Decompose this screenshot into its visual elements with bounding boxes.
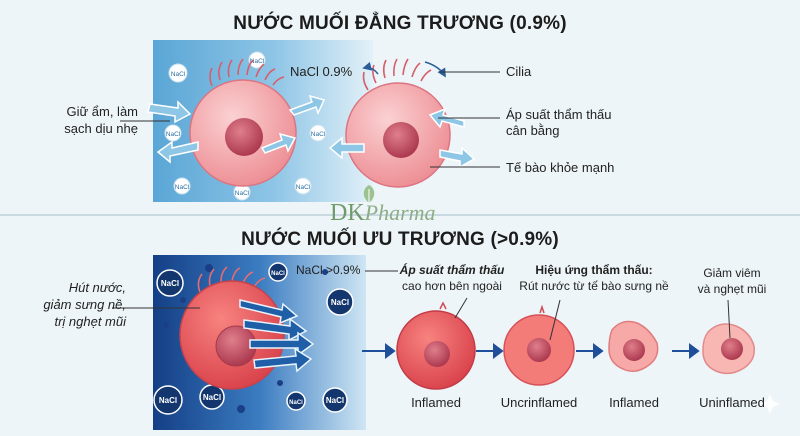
cell-label-2: Uncrinflamed bbox=[500, 395, 578, 410]
brand-logo: DKPharma bbox=[330, 200, 436, 226]
concentration-label-bottom: NaCl >0.9% bbox=[296, 263, 361, 277]
pressure-label-bottom: Áp suất thẩm thấu cao hơn bên ngoài bbox=[399, 263, 505, 293]
cilia-motion-arrow bbox=[362, 61, 379, 75]
svg-text:NaCl: NaCl bbox=[235, 190, 250, 197]
leaf-icon bbox=[363, 185, 375, 203]
progression-cell-1 bbox=[396, 301, 476, 390]
cilia-motion-arrow bbox=[424, 61, 446, 78]
sparkle-icon bbox=[760, 394, 780, 414]
solute-dots bbox=[163, 264, 328, 413]
nucleus-icon bbox=[225, 118, 263, 156]
top-title: NƯỚC MUỐI ĐẲNG TRƯƠNG (0.9%) bbox=[233, 13, 567, 34]
concentration-label-top: NaCl 0.9% bbox=[290, 64, 353, 79]
step-arrows bbox=[362, 343, 700, 359]
nucleus-icon bbox=[383, 122, 419, 158]
progression-cell-3 bbox=[608, 320, 659, 372]
svg-text:NaCl: NaCl bbox=[331, 298, 349, 307]
svg-text:NaCl: NaCl bbox=[271, 271, 285, 277]
water-outflow-arrows bbox=[239, 299, 315, 373]
progression-cell-2 bbox=[503, 304, 575, 386]
nacl-badges-bottom bbox=[153, 262, 354, 415]
cilia-left bbox=[209, 58, 285, 87]
svg-text:NaCl: NaCl bbox=[166, 131, 181, 138]
healthy-cell-label: Tế bào khỏe mạnh bbox=[506, 160, 615, 175]
water-flow-arrows-top bbox=[147, 94, 476, 169]
cilia-label: Cilia bbox=[506, 64, 532, 79]
svg-text:NaCl: NaCl bbox=[296, 184, 311, 191]
svg-text:NaCl: NaCl bbox=[311, 131, 326, 138]
pointer-lines-bottom bbox=[112, 270, 731, 341]
cilia-right bbox=[362, 58, 432, 91]
svg-text:NaCl: NaCl bbox=[159, 396, 177, 405]
left-label-bottom: Hút nước,giảm sưng nề,trị nghẹt mũi bbox=[43, 280, 126, 329]
svg-text:NaCl: NaCl bbox=[250, 58, 265, 65]
pointer-lines-top bbox=[120, 71, 500, 168]
svg-text:NaCl: NaCl bbox=[326, 396, 344, 405]
svg-text:NaCl: NaCl bbox=[289, 400, 303, 406]
section-divider bbox=[0, 214, 800, 216]
progression-cell-4 bbox=[702, 323, 756, 375]
svg-text:NaCl: NaCl bbox=[175, 184, 190, 191]
svg-text:NaCl: NaCl bbox=[171, 71, 186, 78]
cell-label-4: Uninflamed bbox=[699, 395, 765, 410]
svg-text:NaCl: NaCl bbox=[161, 279, 179, 288]
cell-label-1: Inflamed bbox=[411, 395, 461, 410]
bottom-title: NƯỚC MUỐI ƯU TRƯƠNG (>0.9%) bbox=[241, 229, 559, 250]
cell-label-3: Inflamed bbox=[609, 395, 659, 410]
svg-text:NaCl: NaCl bbox=[203, 393, 221, 402]
effect-label: Hiệu ứng thẩm thấu: Rút nước từ tế bào s… bbox=[519, 263, 669, 293]
